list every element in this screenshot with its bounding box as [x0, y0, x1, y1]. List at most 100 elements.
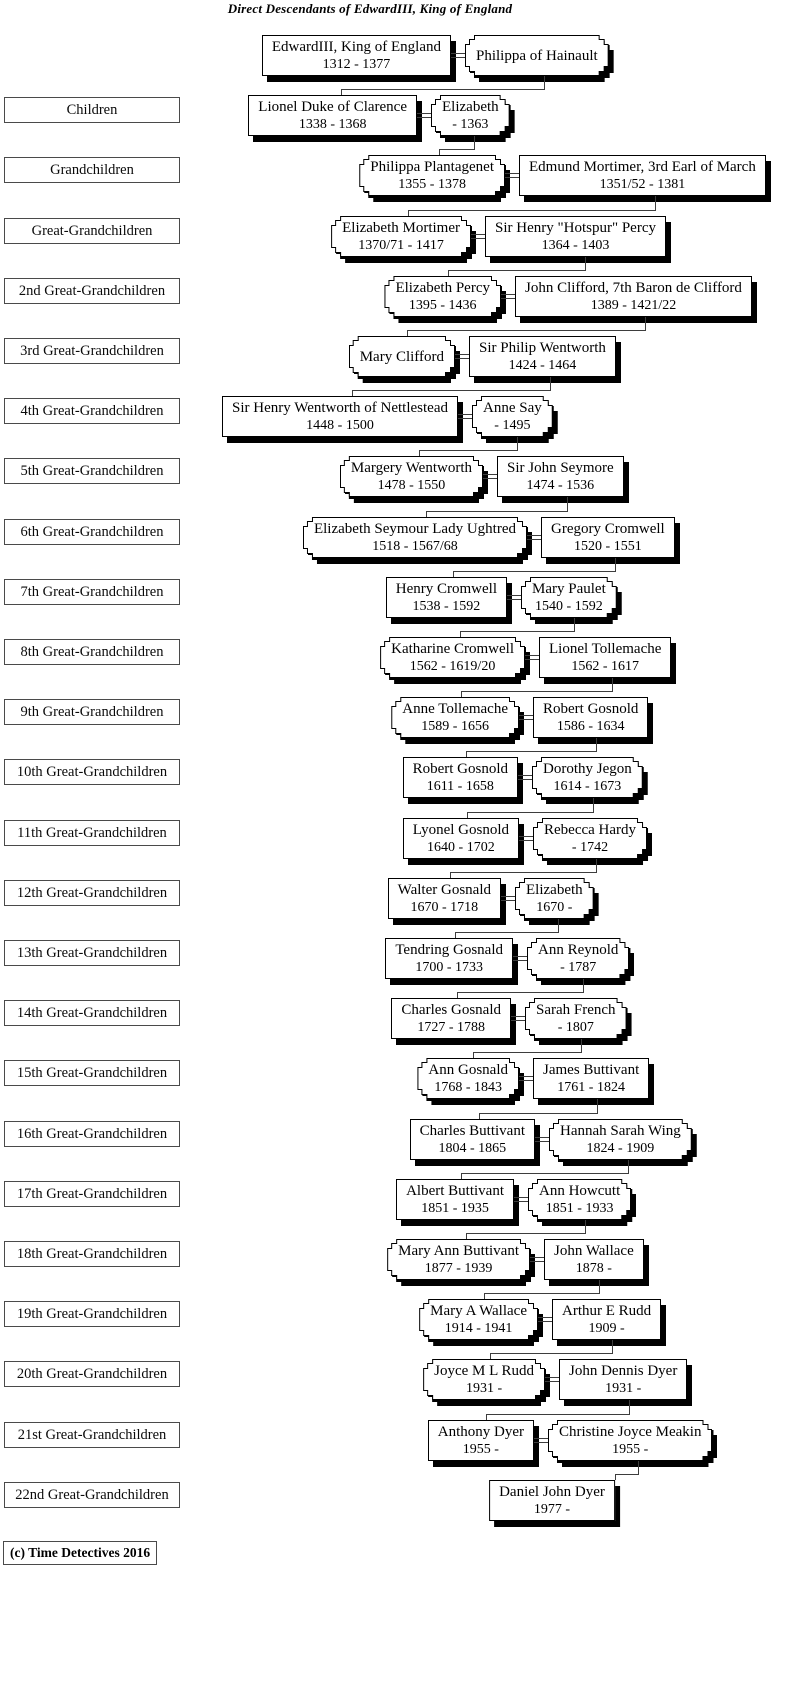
person-name: John Clifford, 7th Baron de Clifford — [525, 280, 742, 296]
box-fill — [516, 879, 593, 918]
generation-label: 7th Great-Grandchildren — [4, 579, 180, 605]
marriage-link — [535, 1137, 549, 1142]
tree-connector — [628, 1160, 629, 1174]
person-dates: - 1787 — [560, 960, 597, 975]
person-box: Lyonel Gosnold 1640 - 1702 — [402, 818, 519, 859]
person-name: Elizabeth — [442, 99, 499, 115]
generation-label: 8th Great-Grandchildren — [4, 639, 180, 665]
person-name: Mary Ann Buttivant — [398, 1243, 519, 1259]
person-dates: 1931 - — [465, 1381, 503, 1396]
generation-label: 22nd Great-Grandchildren — [4, 1482, 180, 1508]
person-dates: 1586 - 1634 — [556, 719, 625, 734]
person-dates: 1518 - 1567/68 — [372, 539, 458, 554]
person-content: Elizabeth - 1363 — [431, 95, 510, 136]
tree-connector — [574, 618, 575, 632]
person-dates: 1640 - 1702 — [427, 840, 495, 855]
generation-label: Grandchildren — [4, 157, 180, 183]
person-name: Margery Wentworth — [350, 460, 472, 476]
person-name: Henry Cromwell — [395, 581, 497, 597]
person-name: Rebecca Hardy — [544, 822, 637, 838]
marriage-link — [458, 414, 472, 419]
generation-label: 18th Great-Grandchildren — [4, 1241, 180, 1267]
marriage-link — [483, 474, 497, 479]
marriage-link — [538, 1317, 552, 1322]
person-name: John Wallace — [554, 1243, 634, 1259]
marriage-link — [501, 294, 515, 299]
marriage-link — [525, 655, 539, 660]
tree-connector — [466, 751, 597, 752]
tree-connector — [341, 89, 342, 95]
generation-label: 9th Great-Grandchildren — [4, 699, 180, 725]
person-content: Anne Say- 1495 — [472, 396, 553, 437]
person-dates: 1878 - — [575, 1261, 612, 1276]
person-name: Anthony Dyer — [437, 1424, 524, 1440]
person-dates: 1851 - 1933 — [545, 1201, 614, 1216]
person-name: Walter Gosnald — [397, 882, 491, 898]
person-name: Lyonel Gosnold — [412, 822, 509, 838]
tree-connector — [419, 450, 420, 456]
tree-connector — [450, 872, 451, 878]
marriage-link — [514, 1197, 528, 1202]
tree-connector — [655, 196, 656, 211]
tree-connector — [479, 1113, 480, 1119]
generation-label: 2nd Great-Grandchildren — [4, 278, 180, 304]
person-dates: 1877 - 1939 — [424, 1261, 493, 1276]
generation-label: 3rd Great-Grandchildren — [4, 338, 180, 364]
tree-connector — [473, 1052, 474, 1058]
person-box: John Wallace 1878 - — [544, 1239, 644, 1280]
generation-label: 12th Great-Grandchildren — [4, 880, 180, 906]
person-content: Sarah French- 1807 — [525, 998, 627, 1039]
tree-connector — [341, 89, 545, 90]
marriage-link — [501, 896, 515, 901]
generation-label: 13th Great-Grandchildren — [4, 940, 180, 966]
tree-connector — [455, 932, 559, 933]
person-dates: 1562 - 1617 — [571, 659, 640, 674]
generation-label: 15th Great-Grandchildren — [4, 1060, 180, 1086]
marriage-link — [513, 956, 527, 961]
person-dates: - 1363 — [452, 117, 489, 132]
box-fill — [381, 638, 524, 677]
person-dates: 1727 - 1788 — [417, 1020, 486, 1035]
person-dates: 1389 - 1421/22 — [590, 298, 677, 313]
tree-connector — [408, 210, 656, 211]
tree-connector — [583, 979, 584, 993]
person-dates: - 1807 — [557, 1020, 594, 1035]
box-fill — [529, 1180, 630, 1219]
person-name: Lionel Tollemache — [549, 641, 662, 657]
box-fill — [341, 457, 482, 496]
person-name: Tendring Gosnald — [395, 942, 503, 958]
person-name: Lionel Duke of Clarence — [258, 99, 407, 115]
box-fill — [522, 578, 616, 617]
person-name: Christine Joyce Meakin — [559, 1424, 702, 1440]
person-name: James Buttivant — [543, 1062, 640, 1078]
tree-connector — [439, 149, 475, 150]
person-name: Sir Henry Wentworth of Nettlestead — [232, 400, 448, 416]
box-fill — [385, 277, 500, 316]
tree-connector — [596, 738, 597, 752]
generation-label: 5th Great-Grandchildren — [4, 458, 180, 484]
tree-connector — [599, 1280, 600, 1294]
marriage-link — [519, 1076, 533, 1081]
person-name: EdwardIII, King of England — [271, 39, 441, 55]
person-box: John Clifford, 7th Baron de Clifford 1389… — [515, 276, 752, 317]
generation-label: 20th Great-Grandchildren — [4, 1361, 180, 1387]
marriage-link — [545, 1377, 559, 1382]
tree-connector — [450, 872, 597, 873]
person-dates: 1909 - — [588, 1321, 625, 1336]
page-title: Direct Descendants of EdwardIII, King of… — [227, 1, 513, 16]
